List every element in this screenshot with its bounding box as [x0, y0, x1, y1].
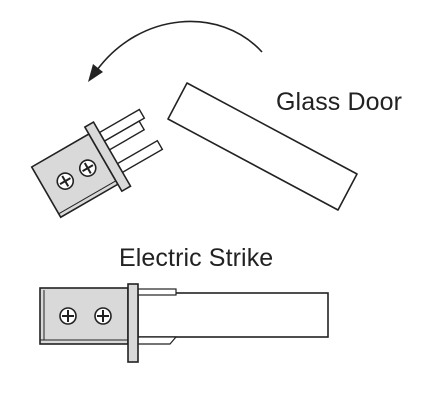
glass-door-label: Glass Door — [276, 88, 403, 116]
electric-strike-tilted — [30, 108, 164, 219]
rotation-arrow-icon — [88, 20, 263, 82]
glass-door-panel — [167, 82, 358, 211]
electric-strike-label: Electric Strike — [119, 244, 274, 272]
screw-icon — [59, 307, 77, 325]
screw-icon — [94, 307, 112, 325]
screw-icon — [56, 172, 75, 190]
screw-icon — [78, 159, 97, 177]
electric-strike-assembled — [39, 283, 329, 363]
